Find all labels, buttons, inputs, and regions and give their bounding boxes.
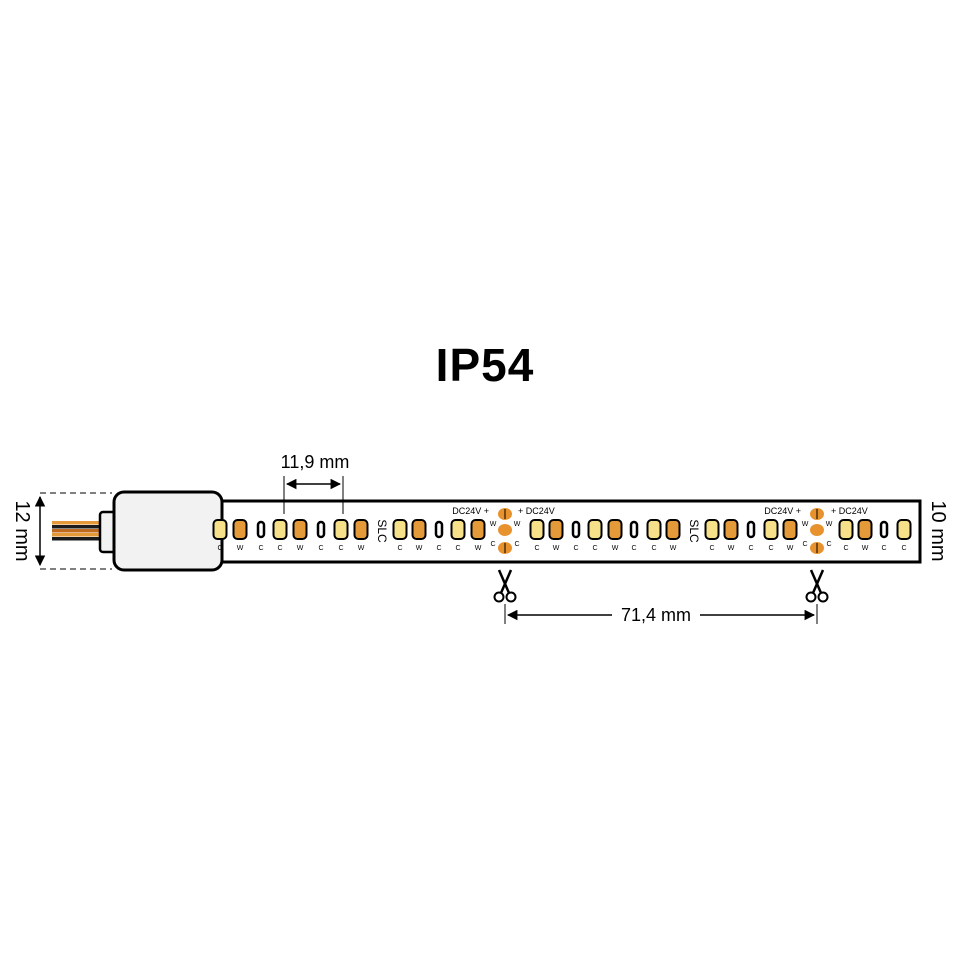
led-chip-warm xyxy=(607,519,623,540)
led-letter: C xyxy=(592,545,597,552)
led-letter: W xyxy=(728,545,735,552)
led-letter: W xyxy=(475,545,482,552)
led-chip-cold xyxy=(763,519,779,540)
pad-letter: W xyxy=(802,521,809,528)
brand-label-2: SLC xyxy=(687,519,701,543)
led-letter: C xyxy=(709,545,714,552)
dc-label-right-2: + DC24V xyxy=(831,506,868,516)
led-chip-cold xyxy=(529,519,545,540)
led-chip-small xyxy=(434,520,444,539)
led-chip-cold xyxy=(704,519,720,540)
led-chip-warm xyxy=(665,519,681,540)
pad-letter: W xyxy=(826,521,833,528)
dc-label-right-1: + DC24V xyxy=(518,506,555,516)
led-letter: C xyxy=(318,545,323,552)
led-chip-warm xyxy=(411,519,427,540)
pad-letter: W xyxy=(490,521,497,528)
led-chip-warm xyxy=(857,519,873,540)
dc-label-left-1: DC24V + xyxy=(452,506,489,516)
led-chip-small xyxy=(571,520,581,539)
led-letter: C xyxy=(748,545,753,552)
led-chip-small xyxy=(629,520,639,539)
led-chip-small xyxy=(879,520,889,539)
led-letter: W xyxy=(612,545,619,552)
led-chip-warm xyxy=(292,519,308,540)
led-chip-cold xyxy=(212,519,228,540)
pad-letter: C xyxy=(514,541,519,548)
pad-letter: C xyxy=(490,541,495,548)
brand-label-1: SLC xyxy=(375,519,389,543)
led-letter: C xyxy=(573,545,578,552)
led-letter: C xyxy=(258,545,263,552)
led-letter: C xyxy=(217,545,222,552)
led-letter: W xyxy=(862,545,869,552)
led-array: C W C C W C C W C W C C W C W C C W C C W C W C C W C W C C xyxy=(212,519,912,552)
led-chip-small xyxy=(256,520,266,539)
scissors-icon xyxy=(805,569,829,603)
total-height-label: 12 mm xyxy=(11,500,33,561)
cable-wires xyxy=(52,521,104,541)
led-chip-cold xyxy=(896,519,912,540)
led-chip-warm xyxy=(353,519,369,540)
led-letter: C xyxy=(436,545,441,552)
led-chip-warm xyxy=(548,519,564,540)
led-chip-cold xyxy=(333,519,349,540)
led-letter: C xyxy=(455,545,460,552)
led-letter: W xyxy=(237,545,244,552)
solder-pads-2 xyxy=(810,508,824,554)
page-title: IP54 xyxy=(435,339,535,391)
pad-letter: W xyxy=(514,521,521,528)
led-chip-cold xyxy=(392,519,408,540)
led-chip-cold xyxy=(646,519,662,540)
connector-housing xyxy=(112,490,224,572)
led-chip-cold xyxy=(587,519,603,540)
scissors-icon xyxy=(493,569,517,603)
led-letter: W xyxy=(297,545,304,552)
led-letter: C xyxy=(397,545,402,552)
led-letter: C xyxy=(277,545,282,552)
led-letter: W xyxy=(358,545,365,552)
led-letter: C xyxy=(338,545,343,552)
led-letter: W xyxy=(553,545,560,552)
led-chip-small xyxy=(316,520,326,539)
led-letter: W xyxy=(416,545,423,552)
led-letter: C xyxy=(881,545,886,552)
led-chip-warm xyxy=(470,519,486,540)
led-chip-cold xyxy=(450,519,466,540)
led-letter: C xyxy=(534,545,539,552)
led-chip-warm xyxy=(782,519,798,540)
led-chip-cold xyxy=(838,519,854,540)
led-letter: C xyxy=(843,545,848,552)
dc-label-left-2: DC24V + xyxy=(764,506,801,516)
led-chip-warm xyxy=(232,519,248,540)
strip-width-label: 10 mm xyxy=(927,500,949,561)
led-letter: W xyxy=(670,545,677,552)
pitch-label: 11,9 mm xyxy=(281,452,350,472)
led-chip-small xyxy=(746,520,756,539)
cut-length-label: 71,4 mm xyxy=(621,605,691,625)
led-letter: C xyxy=(768,545,773,552)
led-letter: W xyxy=(787,545,794,552)
pad-letter: C xyxy=(802,541,807,548)
solder-pads-1 xyxy=(498,508,512,554)
led-chip-cold xyxy=(272,519,288,540)
led-chip-warm xyxy=(723,519,739,540)
pad-letter: C xyxy=(826,541,831,548)
led-letter: C xyxy=(651,545,656,552)
led-letter: C xyxy=(901,545,906,552)
led-letter: C xyxy=(631,545,636,552)
